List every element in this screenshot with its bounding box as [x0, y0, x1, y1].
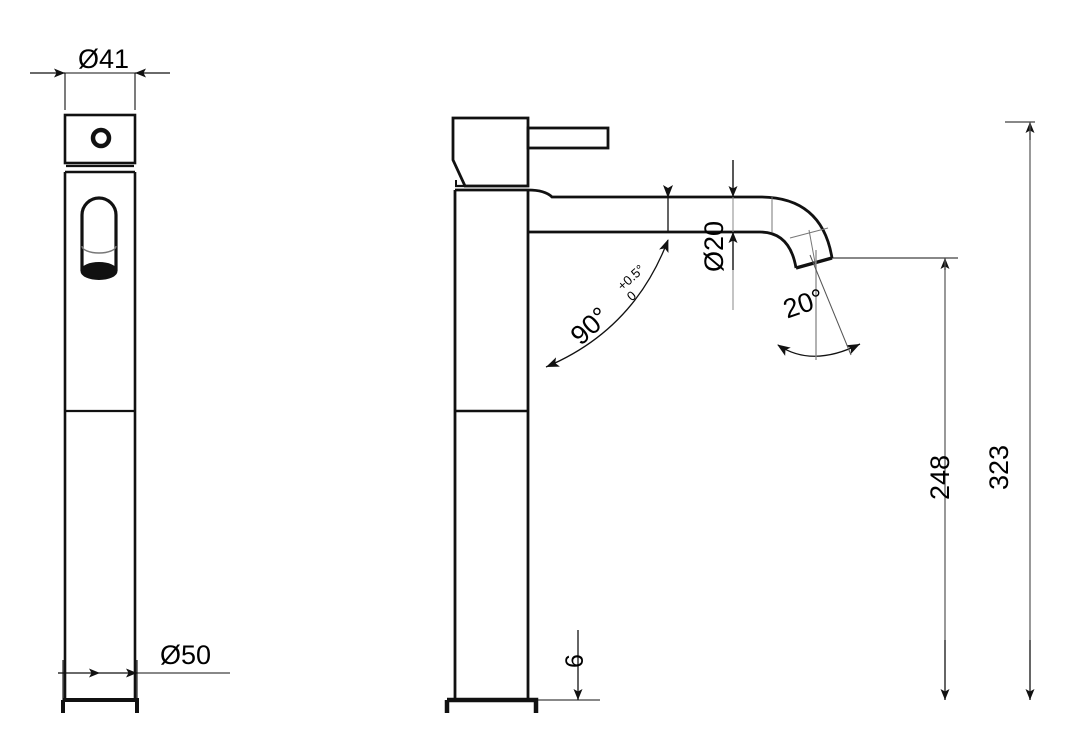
dimension-label-height-323: 323	[984, 444, 1014, 490]
dimension-label-diameter-41: Ø41	[78, 44, 130, 74]
dimension-base-thickness-6	[536, 630, 600, 701]
spout-outer-profile	[527, 188, 834, 259]
front-view-geometry	[61, 113, 139, 713]
spout-tip-construction	[789, 227, 829, 269]
front-view-cap	[63, 113, 137, 165]
front-view-upper-body-sides	[63, 172, 137, 411]
front-view-lever	[80, 196, 118, 280]
dimension-height-248	[828, 257, 958, 700]
dimension-diameter-41	[30, 68, 170, 110]
dimension-label-diameter-20: Ø20	[699, 220, 729, 272]
side-view-geometry	[444, 116, 610, 713]
spout-tip-face	[795, 256, 833, 270]
front-view-lower-body-sides	[63, 411, 137, 700]
side-view-spout	[527, 188, 834, 270]
side-view-base-plate	[444, 697, 539, 713]
dimension-label-base-thickness: 6	[561, 654, 589, 668]
spout-inner-profile	[527, 230, 798, 269]
dimension-diameter-50	[58, 660, 230, 700]
dimension-angle-90	[545, 185, 673, 368]
dimension-label-diameter-50: Ø50	[160, 640, 212, 670]
front-view-base-plate	[61, 698, 139, 713]
side-view-lever-arm	[526, 126, 610, 150]
dimension-label-height-248: 248	[925, 454, 955, 500]
side-view-handle-block	[451, 116, 530, 188]
dimension-height-323	[1005, 121, 1035, 700]
dimension-angle-20	[777, 250, 861, 360]
front-view-cap-hole	[90, 127, 112, 149]
